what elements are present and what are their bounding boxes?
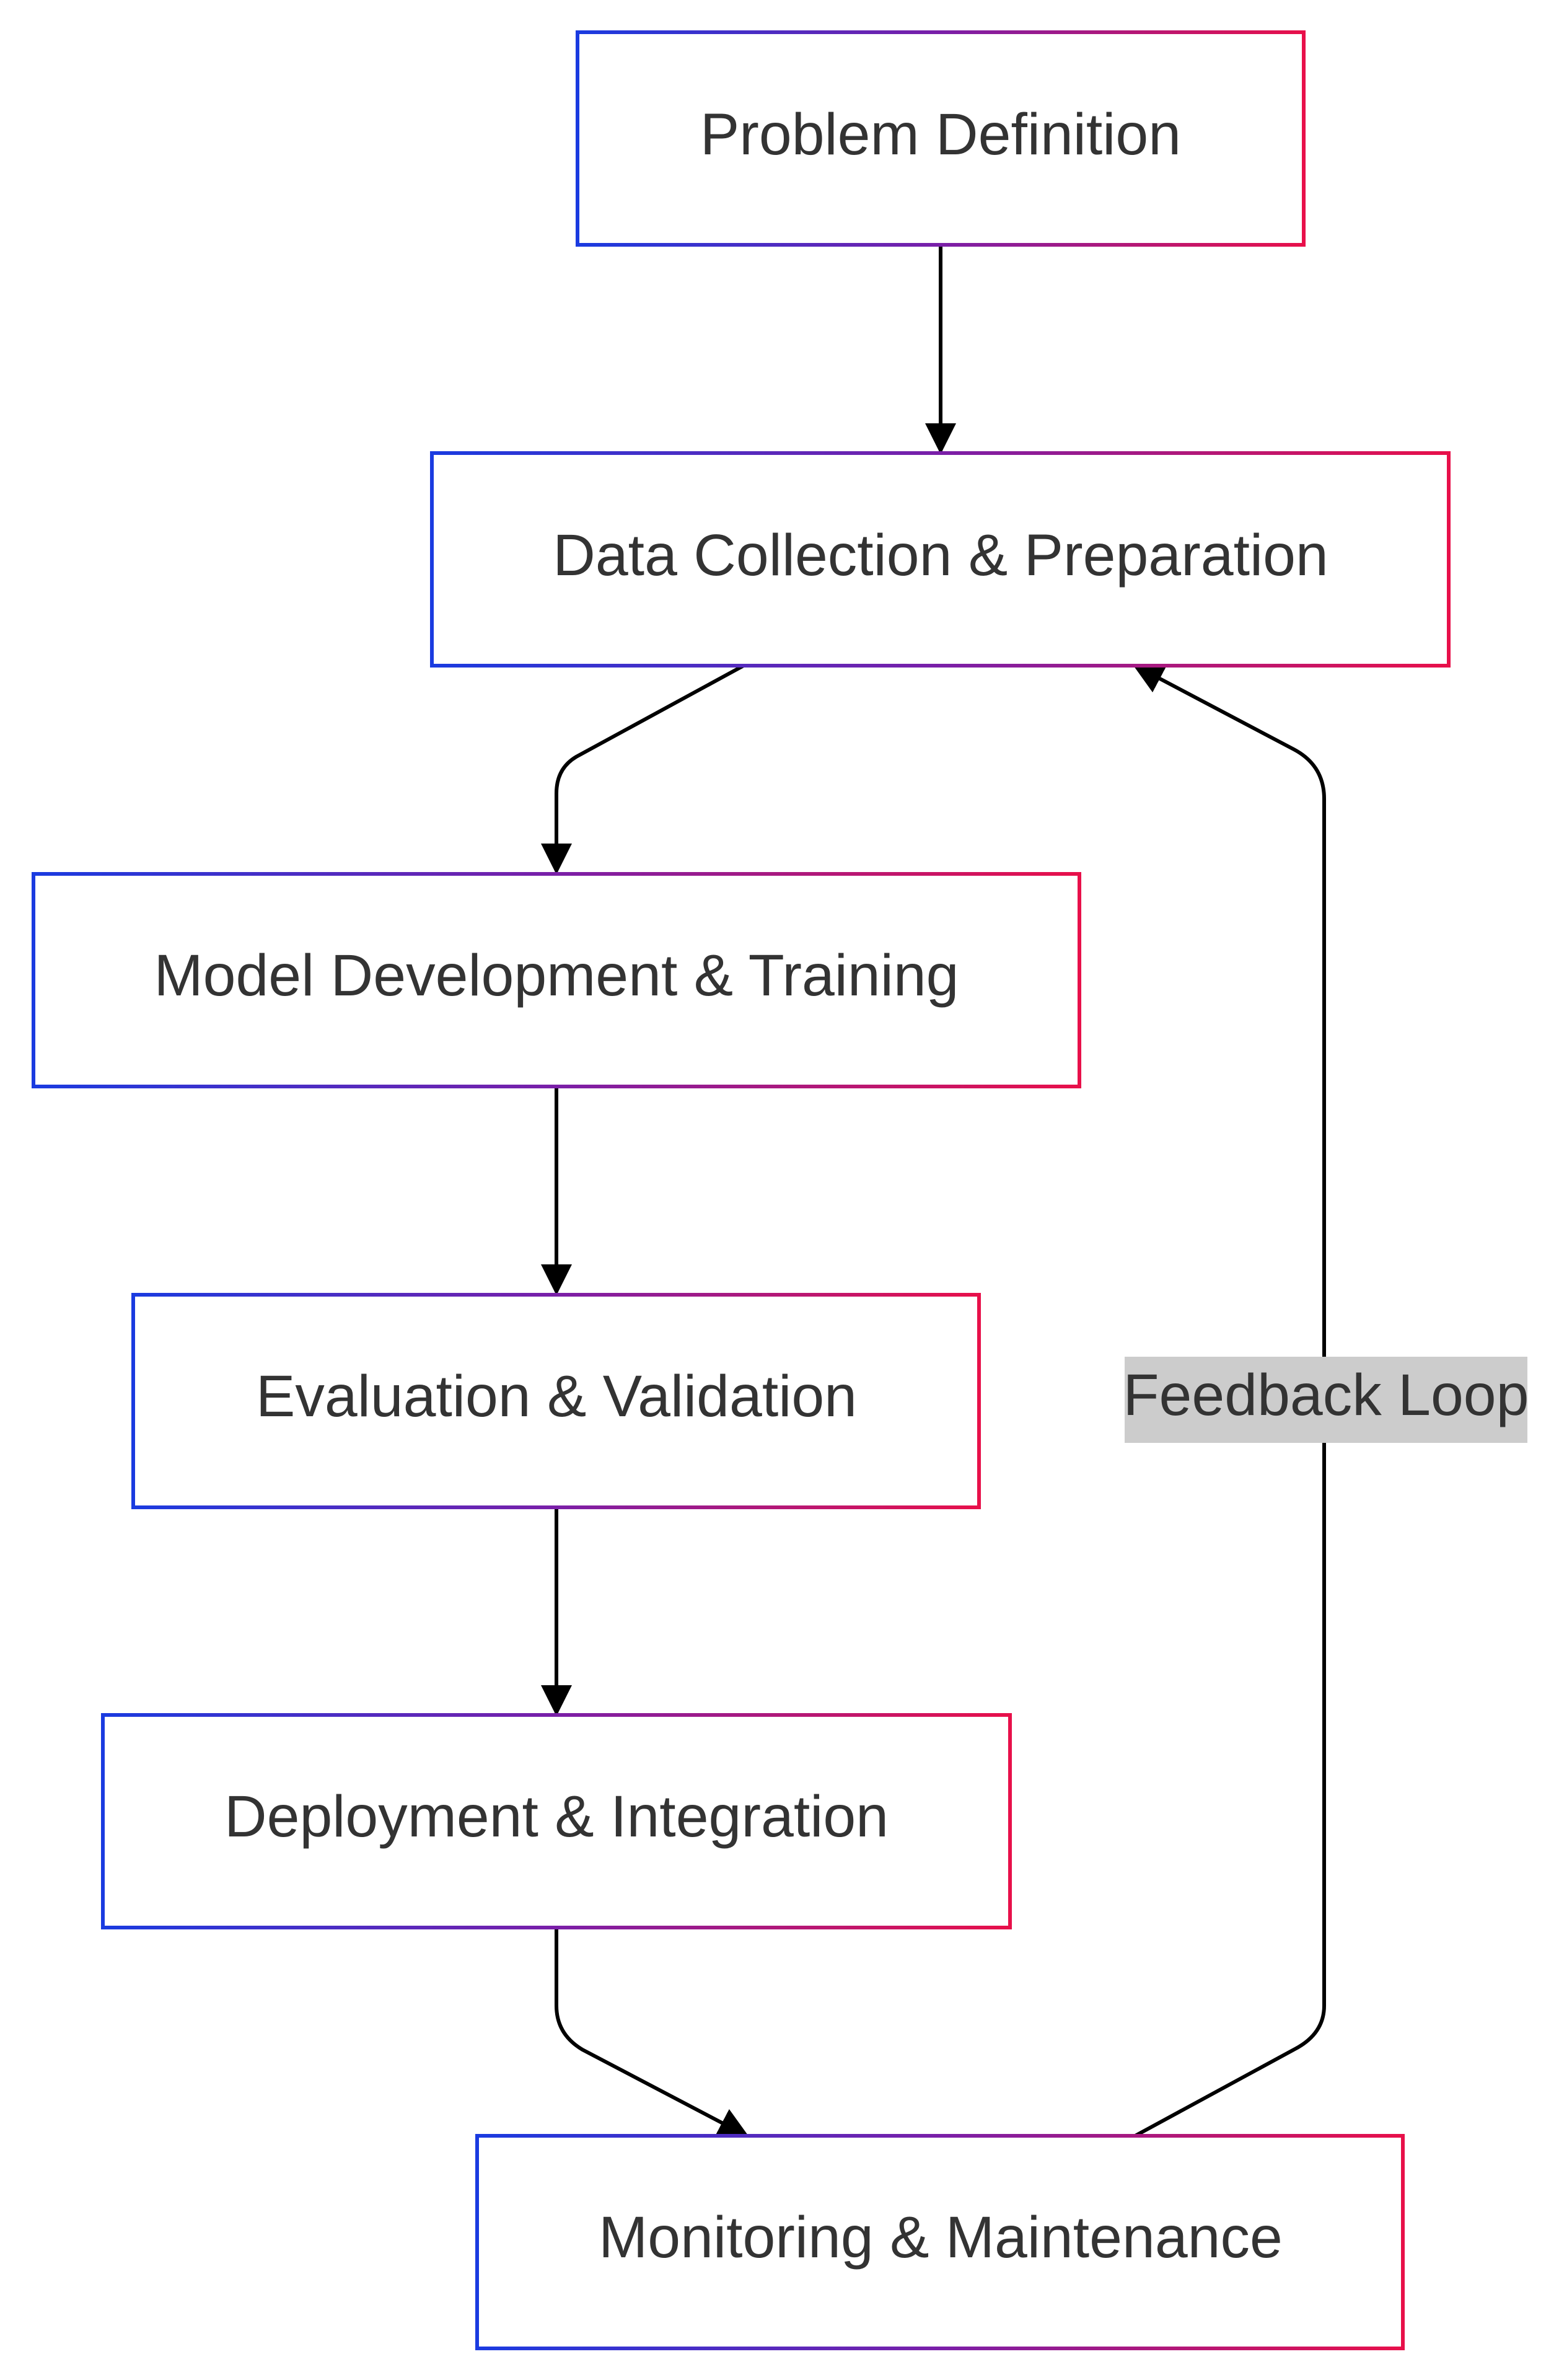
node-box: [475, 2134, 1405, 2350]
edge-label-feedback-loop: Feedback Loop: [1123, 1357, 1529, 1443]
node-monitoring[interactable]: Monitoring & Maintenance: [475, 2134, 1405, 2350]
node-label: Problem Definition: [700, 102, 1181, 167]
edge-label-background: [1125, 1357, 1527, 1443]
node-model-development[interactable]: Model Development & Training: [32, 872, 1081, 1088]
node-label: Monitoring & Maintenance: [599, 2205, 1283, 2270]
node-box: [131, 1293, 981, 1509]
node-box: [576, 30, 1306, 247]
edges: [541, 247, 1326, 2138]
edge-label-feedback-loop-text: Feedback Loop: [1123, 1362, 1529, 1428]
node-label: Evaluation & Validation: [256, 1364, 857, 1429]
node-label: Model Development & Training: [154, 943, 959, 1008]
edge-data-to-model: [541, 664, 745, 875]
edge-deployment-to-monitoring: [555, 1928, 750, 2138]
node-box: [430, 451, 1451, 668]
node-evaluation[interactable]: Evaluation & Validation: [131, 1293, 981, 1509]
node-deployment[interactable]: Deployment & Integration: [101, 1713, 1012, 1929]
node-label: Data Collection & Preparation: [553, 522, 1328, 588]
node-label: Deployment & Integration: [224, 1784, 889, 1849]
node-box: [101, 1713, 1012, 1929]
node-problem-definition[interactable]: Problem Definition: [576, 30, 1306, 247]
node-box: [32, 872, 1081, 1088]
node-data-collection[interactable]: Data Collection & Preparation: [430, 451, 1451, 668]
edge-monitoring-to-data-feedback: [1132, 664, 1326, 2138]
